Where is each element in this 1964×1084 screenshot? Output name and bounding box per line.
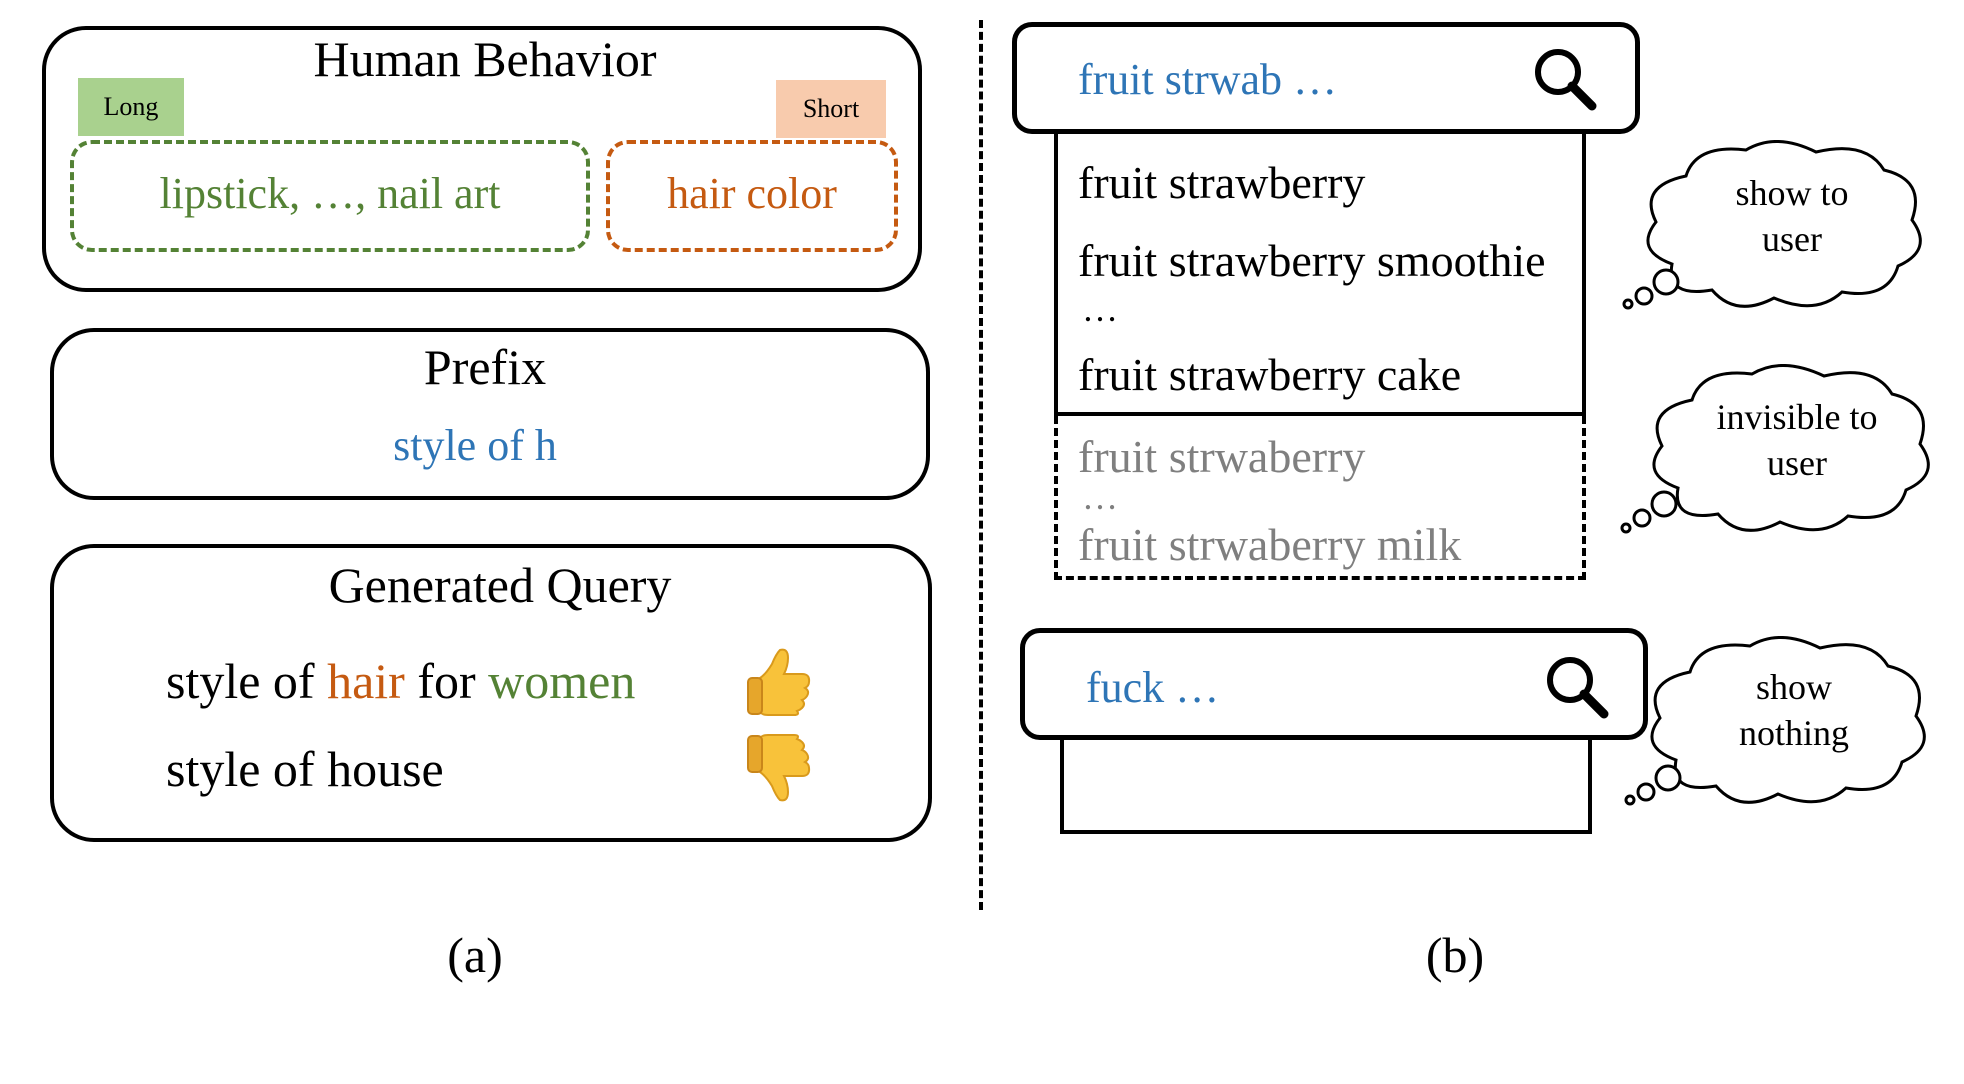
thought-hidden-text: invisible to user — [1672, 394, 1922, 486]
hidden-suggestion-ellipsis: … — [1082, 477, 1118, 517]
prefix-value: style of h — [393, 421, 557, 470]
search-query-2: fuck … — [1086, 663, 1220, 712]
prefix-box — [50, 328, 930, 500]
query-text: for — [404, 653, 489, 709]
thought-line: user — [1762, 219, 1822, 259]
human-behavior-box — [42, 26, 922, 292]
thought-line: nothing — [1738, 713, 1849, 753]
short-behavior-items: hair color — [667, 169, 837, 218]
hidden-suggestion-item: fruit strwaberry — [1078, 431, 1366, 482]
suggestion-item[interactable]: fruit strawberry smoothie — [1078, 235, 1546, 286]
generated-query-box — [50, 544, 932, 842]
suggestion-ellipsis: … — [1082, 289, 1118, 329]
search-query-1: fruit strwab … — [1078, 55, 1338, 104]
thought-line: show — [1755, 667, 1832, 707]
search-box-2[interactable] — [1020, 628, 1648, 740]
thought-shown-text: show to user — [1682, 170, 1902, 262]
thumbs-up-icon — [747, 648, 811, 716]
thought-cloud-nothing — [1624, 636, 1926, 806]
short-behavior-box — [606, 140, 898, 252]
suggestions-empty-list — [1060, 740, 1592, 834]
thought-line: user — [1767, 443, 1827, 483]
search-box-1[interactable] — [1012, 22, 1640, 134]
suggestion-item[interactable]: fruit strawberry cake — [1078, 349, 1462, 400]
thought-nothing-text: show nothing — [1684, 664, 1904, 756]
thumbs-down-icon — [747, 734, 811, 802]
thought-line: invisible to — [1716, 397, 1878, 437]
query-behavior-long-word: women — [488, 653, 636, 709]
long-tag: Long — [78, 78, 184, 136]
hidden-suggestion-item: fruit strwaberry milk — [1078, 519, 1462, 570]
query-behavior-short-word: hair — [327, 653, 405, 709]
long-behavior-box — [70, 140, 590, 252]
generated-query-title: Generated Query — [328, 557, 672, 613]
generated-query-good: style of hair for women — [166, 652, 635, 710]
query-text: style of — [166, 653, 328, 709]
thought-line: show to — [1735, 173, 1849, 213]
panel-divider — [979, 20, 983, 910]
short-tag: Short — [776, 80, 886, 138]
suggestions-shown-list — [1054, 134, 1586, 416]
long-behavior-items: lipstick, …, nail art — [159, 169, 501, 218]
generated-query-bad: style of house — [166, 740, 444, 798]
search-icon[interactable] — [1544, 654, 1610, 720]
query-text: style of house — [166, 741, 444, 797]
thought-cloud-shown — [1622, 140, 1922, 310]
suggestion-item[interactable]: fruit strawberry — [1078, 157, 1366, 208]
search-icon[interactable] — [1532, 46, 1598, 112]
caption-a: (a) — [447, 927, 503, 983]
suggestions-hidden-list — [1054, 416, 1586, 580]
prefix-title: Prefix — [423, 339, 547, 395]
human-behavior-title: Human Behavior — [313, 31, 657, 87]
caption-b: (b) — [1425, 927, 1485, 983]
thought-cloud-hidden — [1620, 364, 1930, 534]
